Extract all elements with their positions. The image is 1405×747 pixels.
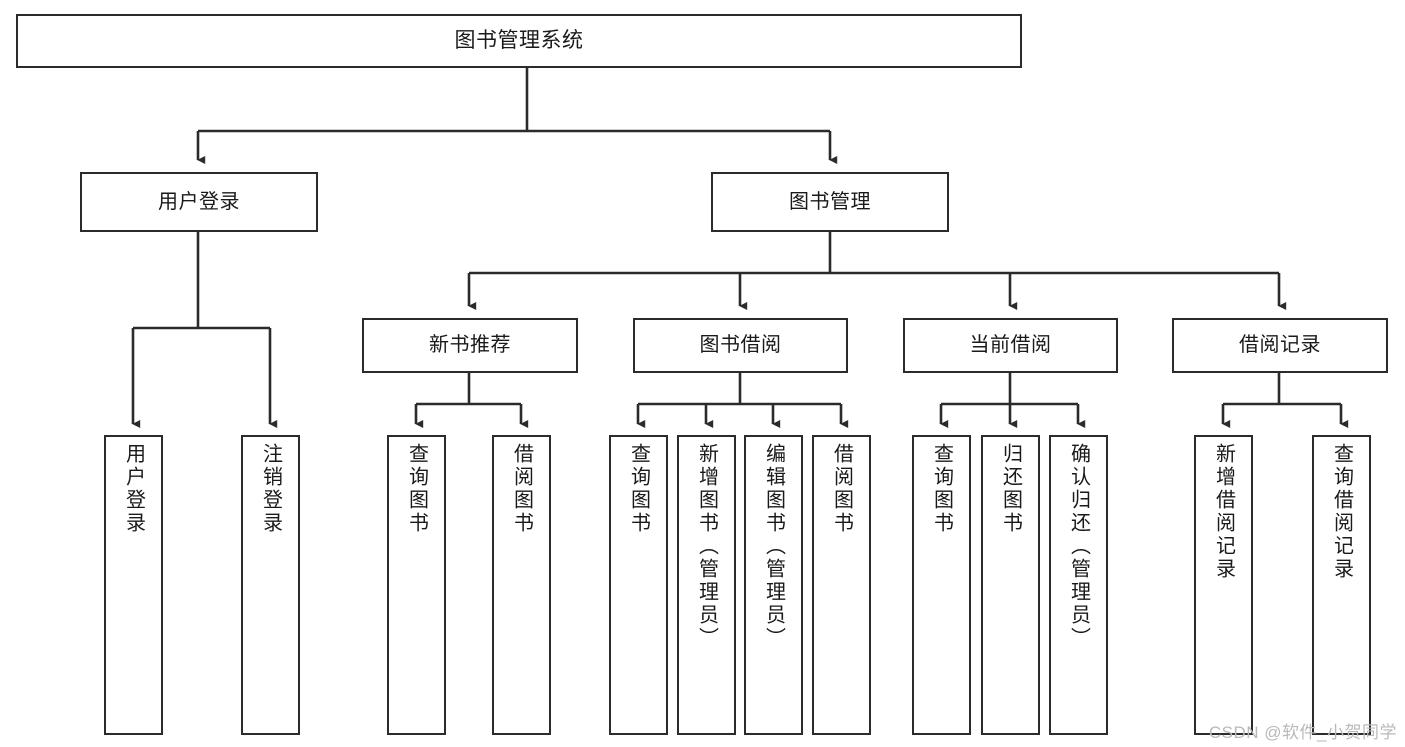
node-leaf-return-book-label: 归还图书	[999, 443, 1022, 535]
node-leaf-query-borrow-record[interactable]: 查询借阅记录	[1312, 435, 1371, 735]
node-root-system[interactable]: 图书管理系统	[16, 14, 1022, 68]
node-leaf-add-book-admin[interactable]: 新增图书（管理员）	[677, 435, 736, 735]
node-leaf-query-book-3-label: 查询图书	[930, 443, 953, 535]
node-leaf-query-borrow-record-label: 查询借阅记录	[1330, 443, 1353, 581]
node-leaf-borrow-book-2[interactable]: 借阅图书	[812, 435, 871, 735]
node-leaf-query-book-2-label: 查询图书	[627, 443, 650, 535]
node-leaf-confirm-return-admin-label: 确认归还（管理员）	[1067, 443, 1090, 650]
node-user-login[interactable]: 用户登录	[80, 172, 318, 232]
node-leaf-add-borrow-record[interactable]: 新增借阅记录	[1194, 435, 1253, 735]
node-leaf-add-book-admin-label: 新增图书（管理员）	[695, 443, 718, 650]
node-leaf-query-book-1[interactable]: 查询图书	[387, 435, 446, 735]
node-borrow-record-label: 借阅记录	[1239, 334, 1321, 356]
node-leaf-logout-login[interactable]: 注销登录	[241, 435, 300, 735]
node-root-label: 图书管理系统	[454, 28, 584, 52]
node-leaf-query-book-1-label: 查询图书	[405, 443, 428, 535]
node-book-borrow[interactable]: 图书借阅	[633, 318, 848, 373]
node-book-management[interactable]: 图书管理	[711, 172, 949, 232]
node-leaf-borrow-book-2-label: 借阅图书	[830, 443, 853, 535]
node-leaf-borrow-book-1-label: 借阅图书	[510, 443, 533, 535]
node-borrow-record[interactable]: 借阅记录	[1172, 318, 1388, 373]
node-leaf-query-book-2[interactable]: 查询图书	[609, 435, 668, 735]
node-book-borrow-label: 图书借阅	[699, 334, 782, 356]
csdn-watermark: CSDN @软件_小贺同学	[1208, 723, 1397, 742]
node-leaf-logout-login-label: 注销登录	[259, 443, 282, 535]
node-current-borrow-label: 当前借阅	[969, 334, 1052, 356]
node-leaf-return-book[interactable]: 归还图书	[981, 435, 1040, 735]
node-leaf-add-borrow-record-label: 新增借阅记录	[1212, 443, 1235, 581]
node-user-login-label: 用户登录	[158, 190, 240, 213]
node-leaf-user-login-label: 用户登录	[122, 443, 145, 535]
node-leaf-query-book-3[interactable]: 查询图书	[912, 435, 971, 735]
node-leaf-borrow-book-1[interactable]: 借阅图书	[492, 435, 551, 735]
node-new-book-recommend[interactable]: 新书推荐	[362, 318, 578, 373]
node-current-borrow[interactable]: 当前借阅	[903, 318, 1118, 373]
node-new-book-recommend-label: 新书推荐	[429, 334, 511, 356]
node-leaf-user-login[interactable]: 用户登录	[104, 435, 163, 735]
node-book-management-label: 图书管理	[789, 190, 871, 213]
node-leaf-confirm-return-admin[interactable]: 确认归还（管理员）	[1049, 435, 1108, 735]
node-leaf-edit-book-admin[interactable]: 编辑图书（管理员）	[744, 435, 803, 735]
node-leaf-edit-book-admin-label: 编辑图书（管理员）	[762, 443, 785, 650]
